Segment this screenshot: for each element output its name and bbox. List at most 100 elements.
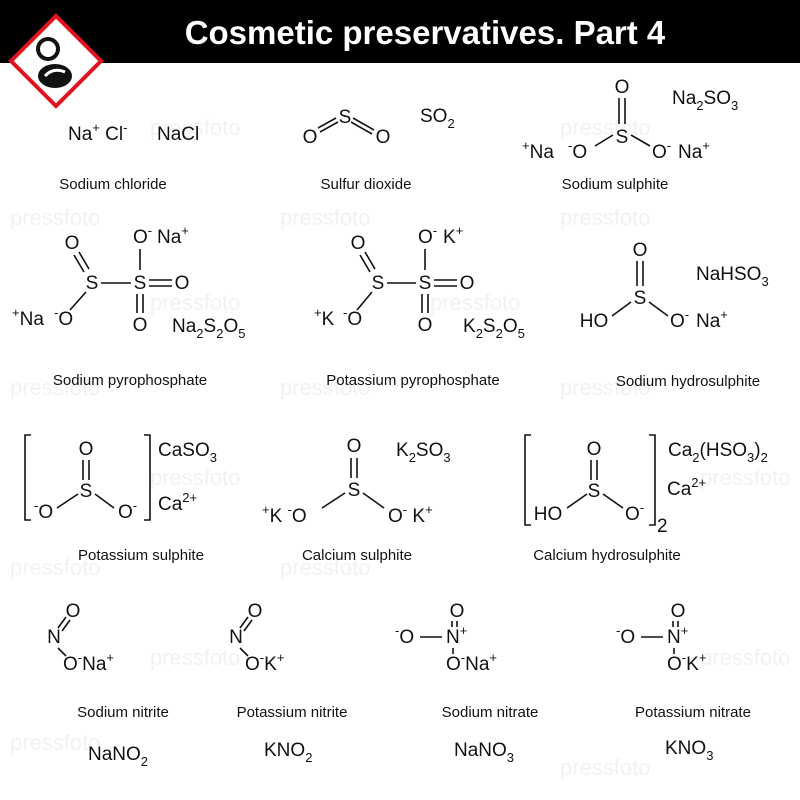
molecular-formula: SO2 bbox=[420, 106, 455, 131]
atom-label: S bbox=[86, 273, 99, 294]
atom-label: O bbox=[460, 273, 475, 294]
atom-label: -O bbox=[395, 623, 414, 648]
formula-segment: SO bbox=[420, 106, 447, 127]
compound-calcium-hydrosulphite: O S HO O- 2 Ca2+ Ca2(HSO3)2 Calcium hydr… bbox=[524, 434, 768, 564]
atom-label: O bbox=[303, 127, 318, 148]
atom-label: N bbox=[229, 627, 243, 648]
superscript: - bbox=[568, 138, 572, 153]
formula-segment: O bbox=[388, 506, 403, 527]
atom-label: -O bbox=[34, 498, 53, 523]
formula-segment: O bbox=[446, 654, 461, 675]
formula-segment: O bbox=[245, 654, 260, 675]
formula-segment: Na bbox=[465, 654, 490, 675]
atom-label: O- bbox=[118, 498, 137, 523]
compound-name: Potassium nitrate bbox=[635, 704, 751, 721]
compound-name: Potassium sulphite bbox=[78, 547, 204, 564]
watermark: pressfoto bbox=[280, 375, 371, 400]
subscript: 5 bbox=[518, 326, 525, 341]
subscript: 3 bbox=[706, 748, 713, 763]
cosmetic-hazard-logo-icon bbox=[8, 13, 104, 109]
superscript: - bbox=[133, 498, 137, 513]
compound-name: Sulfur dioxide bbox=[321, 176, 412, 193]
formula-segment: CaSO bbox=[158, 440, 210, 461]
formula-segment: K bbox=[686, 654, 699, 675]
superscript: 2+ bbox=[691, 475, 706, 490]
formula-segment: O bbox=[399, 627, 414, 648]
superscript: + bbox=[456, 223, 464, 238]
compound-name: Sodium sulphite bbox=[562, 176, 669, 193]
formula-segment: O bbox=[347, 309, 362, 330]
superscript: - bbox=[433, 223, 437, 238]
atom-label: S bbox=[80, 481, 93, 502]
subscript: 2 bbox=[305, 750, 312, 765]
superscript: + bbox=[460, 623, 468, 638]
formula-segment: Na bbox=[68, 124, 93, 145]
compound-name: Sodium chloride bbox=[59, 176, 167, 193]
molecular-formula: K2SO3 bbox=[396, 440, 451, 465]
atom-label: +Na bbox=[522, 138, 554, 163]
formula-segment: K bbox=[264, 654, 277, 675]
watermark: pressfoto bbox=[560, 755, 651, 780]
subscript: 3 bbox=[761, 274, 768, 289]
superscript: + bbox=[277, 650, 285, 665]
formula-segment: ) bbox=[754, 440, 760, 461]
superscript: - bbox=[288, 502, 292, 517]
superscript: - bbox=[343, 305, 347, 320]
formula-segment: K bbox=[463, 316, 476, 337]
bracket-subscript: 2 bbox=[657, 516, 668, 537]
formula-segment: K bbox=[270, 506, 288, 527]
superscript: - bbox=[148, 223, 152, 238]
formula-segment: O bbox=[572, 142, 587, 163]
atom-label: S bbox=[588, 481, 601, 502]
subscript: 2 bbox=[692, 450, 699, 465]
formula-segment: O bbox=[652, 142, 667, 163]
atom-label: O bbox=[587, 439, 602, 460]
superscript: + bbox=[106, 650, 114, 665]
compound-potassium-sulphite: O S -O O- Ca2+ CaSO3 Potassium sulphite bbox=[24, 434, 217, 564]
formula-segment: NaNO bbox=[454, 740, 507, 761]
atom-label: Na+ bbox=[157, 223, 189, 248]
molecular-formula: NaNO2 bbox=[88, 744, 148, 769]
superscript: - bbox=[395, 623, 399, 638]
watermark: pressfoto bbox=[150, 290, 241, 315]
atom-label: +K bbox=[314, 305, 335, 330]
atom-label: S bbox=[634, 288, 647, 309]
compound-name: Calcium hydrosulphite bbox=[533, 547, 681, 564]
watermark: pressfoto bbox=[150, 645, 241, 670]
formula-segment: O bbox=[292, 506, 307, 527]
compound-name: Sodium nitrate bbox=[442, 704, 539, 721]
superscript: - bbox=[78, 650, 82, 665]
superscript: + bbox=[12, 305, 20, 320]
atom-label: S bbox=[339, 107, 352, 128]
atom-label: N bbox=[47, 627, 61, 648]
subscript: 3 bbox=[210, 450, 217, 465]
atom-label: N+ bbox=[446, 623, 467, 648]
molecular-formula: CaSO3 bbox=[158, 440, 217, 465]
formula-segment: SO bbox=[416, 440, 443, 461]
atom-label: S bbox=[419, 273, 432, 294]
superscript: - bbox=[260, 650, 264, 665]
superscript: + bbox=[181, 223, 189, 238]
compound-name: Sodium nitrite bbox=[77, 704, 169, 721]
compound-name: Potassium nitrite bbox=[237, 704, 348, 721]
formula-segment: O bbox=[670, 311, 685, 332]
atom-label: +Na bbox=[12, 305, 44, 330]
superscript: - bbox=[34, 498, 38, 513]
superscript: - bbox=[685, 307, 689, 322]
atom-label: O- K+ bbox=[388, 502, 433, 527]
formula-segment: K bbox=[322, 309, 335, 330]
superscript: + bbox=[681, 623, 689, 638]
atom-label: O bbox=[175, 273, 190, 294]
molecular-formula: NaHSO3 bbox=[696, 264, 769, 289]
formula-segment: Na bbox=[672, 88, 697, 109]
subscript: 2 bbox=[196, 326, 203, 341]
formula-segment: S bbox=[483, 316, 496, 337]
page-title: Cosmetic preservatives. Part 4 bbox=[185, 14, 666, 51]
molecular-formula: Na2SO3 bbox=[672, 88, 738, 113]
atom-label: O bbox=[347, 436, 362, 457]
subscript: 2 bbox=[476, 326, 483, 341]
compound-potassium-nitrate: O -O N+ O-K+ Potassium nitrate KNO3 bbox=[616, 601, 751, 763]
subscript: 2 bbox=[447, 116, 454, 131]
atom-label: +K -O bbox=[262, 502, 307, 527]
superscript: + bbox=[425, 502, 433, 517]
